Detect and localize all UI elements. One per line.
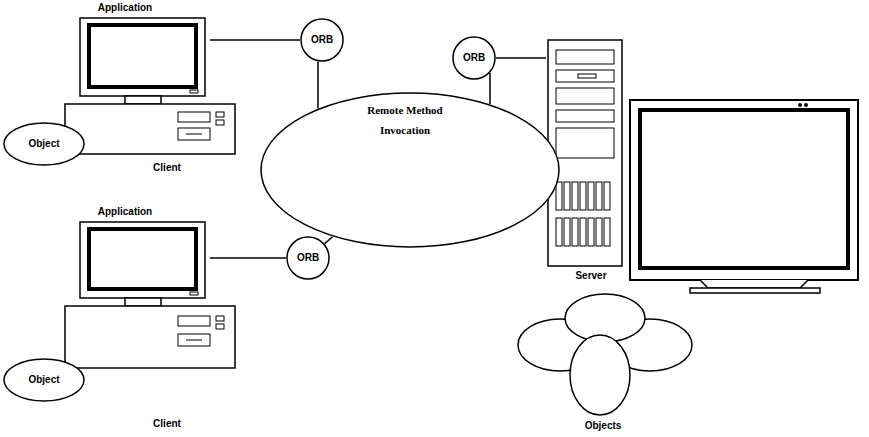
node-label: Client <box>153 418 181 430</box>
orb-circle: ORB <box>286 236 330 280</box>
server-monitor <box>630 100 858 293</box>
rmi-ellipse: Remote Method Invocation <box>260 92 560 248</box>
client-computer <box>65 18 235 154</box>
server-tower <box>548 40 622 266</box>
connector-line <box>489 73 491 104</box>
node-label: Objects <box>585 420 622 432</box>
object-ellipses <box>515 290 695 436</box>
orb-circle: ORB <box>452 36 496 80</box>
client-computer: ApplicationClient <box>80 2 210 176</box>
connector-line <box>325 237 333 244</box>
object-ellipse: Object <box>3 122 85 166</box>
connector-line <box>496 57 546 59</box>
client-computer: ApplicationClient <box>80 206 210 432</box>
object-cluster: Objects <box>515 290 695 436</box>
orb-circle: ORB <box>300 18 344 62</box>
node-label: Application <box>98 2 152 14</box>
object-ellipse: Object <box>3 358 85 402</box>
node-label: Remote Method Invocation <box>349 100 461 140</box>
connector-line <box>210 257 286 259</box>
node-label: Object <box>28 374 59 386</box>
node-label: Server <box>575 270 606 282</box>
node-label: Client <box>153 162 181 174</box>
node-label: ORB <box>297 252 319 264</box>
node-label: ORB <box>463 52 485 64</box>
node-label: ORB <box>311 34 333 46</box>
connector-line <box>210 39 300 41</box>
connector-line <box>317 62 319 109</box>
server-computer: Server <box>546 38 636 288</box>
node-label: Object <box>28 138 59 150</box>
client-computer <box>65 222 235 368</box>
node-label: Application <box>98 206 152 218</box>
